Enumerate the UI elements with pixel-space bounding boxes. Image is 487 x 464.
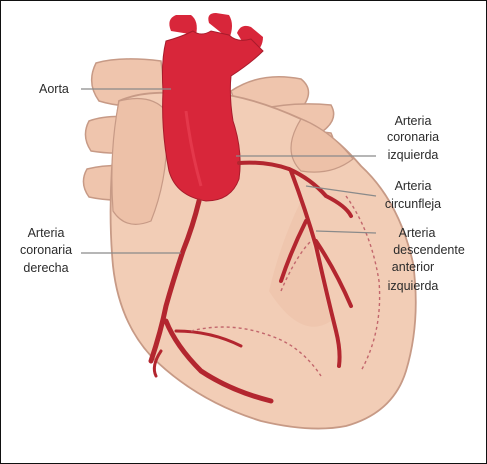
svg-text:coronaria: coronaria [20, 243, 72, 257]
svg-text:derecha: derecha [23, 261, 68, 275]
svg-text:circunfleja: circunfleja [385, 197, 441, 211]
svg-text:Arteria: Arteria [28, 226, 65, 240]
svg-text:descendente: descendente [393, 243, 465, 257]
svg-text:Arteria: Arteria [395, 114, 432, 128]
label-circumflex: Arteria circunfleja [385, 179, 441, 211]
label-aorta: Aorta [39, 82, 69, 96]
svg-text:izquierda: izquierda [388, 148, 439, 162]
svg-text:anterior: anterior [392, 260, 434, 274]
svg-text:izquierda: izquierda [388, 279, 439, 293]
svg-text:coronaria: coronaria [387, 130, 439, 144]
svg-text:Arteria: Arteria [395, 179, 432, 193]
label-right-coronary: Arteria coronaria derecha [20, 226, 72, 275]
label-lad: Arteria descendente anterior izquierda [388, 226, 465, 293]
label-left-coronary: Arteria coronaria izquierda [387, 114, 439, 162]
svg-text:Arteria: Arteria [399, 226, 436, 240]
